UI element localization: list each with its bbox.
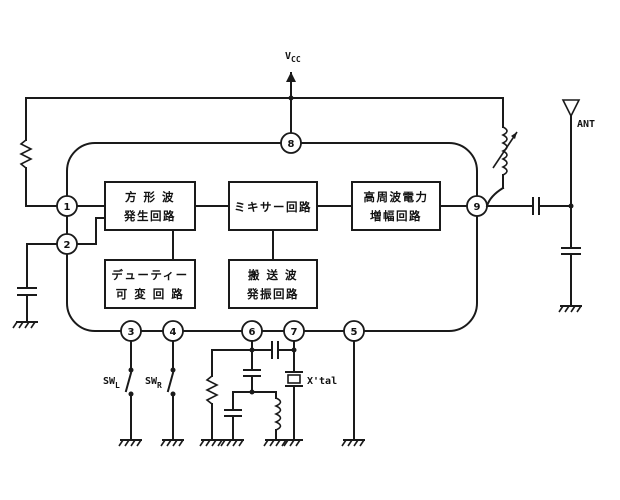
block-carrier-oscillator: 搬 送 波 発振回路 xyxy=(228,259,318,309)
antenna-label: ANT xyxy=(577,119,595,130)
pull-up-resistor xyxy=(19,97,57,207)
svg-text:1: 1 xyxy=(64,202,71,213)
svg-text:ミキサー回路: ミキサー回路 xyxy=(234,200,312,214)
svg-text:発生回路: 発生回路 xyxy=(123,209,176,223)
svg-text:可 変 回 路: 可 変 回 路 xyxy=(116,287,185,301)
svg-text:搬 送 波: 搬 送 波 xyxy=(248,268,298,282)
pin-1: 1 xyxy=(56,195,78,217)
switch-right-label: SWR xyxy=(145,376,162,390)
svg-text:8: 8 xyxy=(288,139,295,150)
pin-4: 4 xyxy=(162,320,184,342)
pin-5: 5 xyxy=(343,320,365,342)
oscillator-tank-circuit: X'tal xyxy=(199,340,337,447)
svg-text:デューティー: デューティー xyxy=(111,268,188,282)
svg-text:方 形 波: 方 形 波 xyxy=(125,190,175,204)
pin5-ground xyxy=(341,340,365,447)
internal-wiring xyxy=(77,205,467,261)
switch-left-label: SWL xyxy=(103,376,120,390)
ic-pins: 1 2 3 4 5 6 7 8 9 xyxy=(56,132,488,342)
vcc-supply: VCC xyxy=(285,51,301,135)
svg-text:3: 3 xyxy=(128,327,135,338)
block-mixer: ミキサー回路 xyxy=(228,181,318,231)
switch-left: SWL xyxy=(103,340,142,447)
pin-9: 9 xyxy=(466,195,488,217)
variable-coil xyxy=(485,126,518,208)
vcc-label: VCC xyxy=(285,51,301,64)
svg-text:4: 4 xyxy=(170,327,177,338)
svg-text:発振回路: 発振回路 xyxy=(246,287,299,301)
crystal-label: X'tal xyxy=(307,376,337,387)
svg-text:高周波電力: 高周波電力 xyxy=(364,190,429,204)
pin2-capacitor-to-ground xyxy=(12,243,57,329)
antenna-output: ANT xyxy=(486,99,595,313)
block-hf-power-amplifier: 高周波電力 増幅回路 xyxy=(351,181,441,231)
switch-right: SWR xyxy=(145,340,184,447)
pin-8: 8 xyxy=(280,132,302,154)
pin-7: 7 xyxy=(283,320,305,342)
svg-text:6: 6 xyxy=(249,327,256,338)
svg-text:7: 7 xyxy=(291,327,298,338)
pin-3: 3 xyxy=(120,320,142,342)
block-square-wave-generator: 方 形 波 発生回路 xyxy=(104,181,196,231)
svg-text:2: 2 xyxy=(64,240,71,251)
svg-text:9: 9 xyxy=(474,202,481,213)
pin-6: 6 xyxy=(241,320,263,342)
svg-text:増幅回路: 増幅回路 xyxy=(370,209,422,223)
svg-text:5: 5 xyxy=(351,327,358,338)
pin-2: 2 xyxy=(56,233,78,255)
block-duty-variable: デューティー 可 変 回 路 xyxy=(104,259,196,309)
